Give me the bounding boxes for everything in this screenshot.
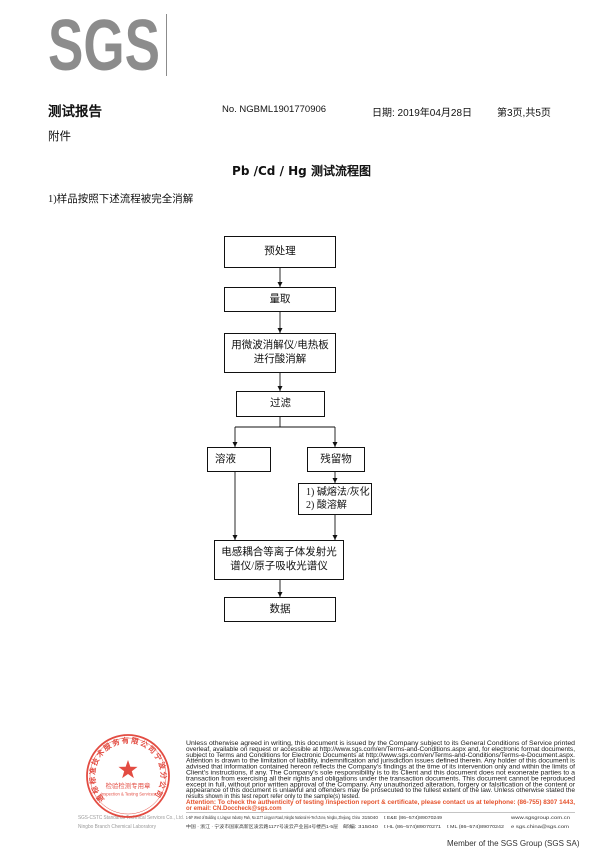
disclaimer-line: Client's instructions, if any. The Compa… [186, 771, 576, 777]
step-digestion: 用微波消解仪/电热板 进行酸消解 [224, 333, 336, 373]
step-measuring-label: 量取 [269, 293, 291, 305]
step-solution: 溶液 [207, 447, 271, 472]
disclaimer-line: transaction from exercising all their ri… [186, 776, 575, 782]
step-digestion-line-2: 进行酸消解 [253, 354, 307, 365]
disclaimer-line: subject to Terms and Conditions for Elec… [186, 753, 575, 759]
step-data: 数据 [224, 597, 336, 622]
seal-ring [86, 734, 170, 818]
authenticity-line: Attention: To check the authenticity of … [186, 800, 575, 806]
email-address: e sgs.china@sgs.com [511, 824, 570, 829]
step-residue-treatment-line-2: 2) 酸溶解 [306, 500, 347, 511]
report-title: 测试报告 [48, 104, 102, 120]
step-filtration-label: 过滤 [270, 398, 291, 409]
step-residue-label: 残留物 [320, 453, 352, 465]
step-pretreatment-label: 预处理 [264, 246, 296, 257]
address-chinese: 中国 · 浙江 · 宁波市国家高新区凌云路1177号凌云产业园4号楼西1-5层 [186, 823, 339, 830]
address-block: 1-5/F West of Building 4, Lingyun Indust… [186, 815, 571, 830]
disclaimer-line: except in full, without prior written ap… [186, 782, 575, 788]
step-pretreatment: 预处理 [224, 236, 336, 268]
step-residue-treatment-line-1: 1) 碱熔法/灰化 [306, 487, 370, 498]
disclaimer-line: appearance of this document is unlawful … [186, 788, 576, 794]
step-digestion-line-1: 用微波消解仪/电热板 [231, 340, 329, 351]
seal-english-text: Inspection & Testing Services [101, 792, 156, 797]
seal-star-icon [118, 760, 138, 779]
page-indicator: 第3页,共5页 [497, 108, 551, 119]
disclaimer-line: results shown in this test report refer … [186, 794, 360, 800]
report-number: No. NGBML1901770906 [222, 104, 327, 115]
website: www.sgsgroup.com.cn [511, 815, 571, 820]
laboratory-name-line: Ningbo Branch Chemical Laboratory [78, 824, 156, 830]
step-analysis-line-2: 谱仪/原子吸收光谱仪 [230, 561, 328, 572]
disclaimer-line: overleaf, available on request or access… [186, 747, 575, 753]
address-english: 1-5/F West of Building 4, Lingyun Indust… [186, 815, 360, 820]
report-date: 日期: 2019年04月28日 [372, 108, 473, 119]
phone-ee: t E&E (86–574)89070249 [384, 815, 443, 820]
authenticity-notice: Attention: To check the authenticity of … [186, 800, 575, 812]
inspection-seal: 通标标准技术服务有限公司宁波分公司 检验检测专用章 Inspection & T… [86, 734, 170, 818]
disclaimer-line: Unless otherwise agreed in writing, this… [186, 741, 575, 747]
sgs-logo: SGS [48, 10, 167, 80]
procedure-intro: 1)样品按照下述流程被完全消解 [48, 194, 194, 205]
step-residue: 残留物 [307, 447, 365, 472]
step-instrument-analysis: 电感耦合等离子体发射光 谱仪/原子吸收光谱仪 [214, 540, 344, 580]
phone-hl: t HL (86–574)89070271 [384, 824, 442, 829]
disclaimer: Unless otherwise agreed in writing, this… [186, 741, 576, 800]
step-residue-treatment: 1) 碱熔法/灰化 2) 酸溶解 [298, 483, 372, 515]
seal-center-text: 检验检测专用章 [106, 781, 151, 790]
postcode-english: 315040 [362, 815, 379, 820]
disclaimer-line: Attention is drawn to the limitation of … [186, 759, 575, 765]
phone-ml: t ML (86–574)89070242 [447, 824, 505, 829]
step-solution-label: 溶液 [215, 453, 236, 465]
postcode-chinese: 邮编: 315040 [343, 823, 379, 830]
member-line: Member of the SGS Group (SGS SA) [447, 839, 580, 848]
section-title: Pb /Cd / Hg 测试流程图 [232, 164, 371, 178]
authenticity-email-line: or email: CN.Doccheck@sgs.com [186, 806, 282, 812]
step-analysis-line-1: 电感耦合等离子体发射光 [221, 546, 337, 558]
sgs-logo-text: SGS [48, 10, 160, 80]
seal-inner-ring [89, 737, 167, 815]
step-measuring: 量取 [224, 287, 336, 312]
disclaimer-line: advised that information contained hereo… [186, 765, 575, 771]
step-data-label: 数据 [269, 603, 291, 615]
attachment-label: 附件 [48, 129, 71, 143]
company-name-line: SGS-CSTC Standards Technical Services Co… [78, 815, 184, 821]
step-filtration: 过滤 [236, 391, 325, 417]
